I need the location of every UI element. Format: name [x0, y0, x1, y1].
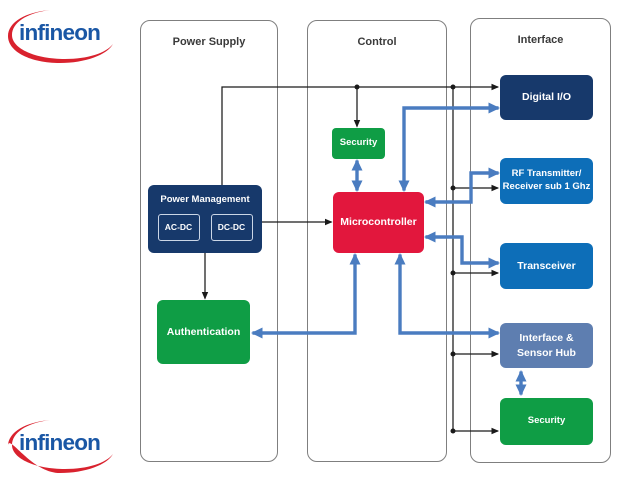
arrow-microcontroller-sensor-hub — [394, 253, 500, 339]
junction-dot — [450, 270, 456, 276]
authentication-block: Authentication — [157, 300, 250, 364]
transceiver-block: Transceiver — [500, 243, 593, 289]
junction-dot — [450, 84, 456, 90]
block-label: Authentication — [166, 325, 241, 338]
column-title: Control — [357, 36, 397, 48]
rf-transmitter-block: RF Transmitter/ Receiver sub 1 Ghz — [500, 158, 593, 204]
junction-dot — [354, 84, 360, 90]
junction-dot — [450, 351, 456, 357]
infineon-logo-bottom: infineon — [8, 417, 114, 473]
block-label: RF Transmitter/ Receiver sub 1 Ghz — [502, 168, 591, 192]
power-management-block: Power Management AC-DC DC-DC — [148, 185, 262, 253]
block-label: Transceiver — [517, 259, 576, 272]
block-label: Power Management — [160, 194, 250, 205]
infineon-logo-top: infineon — [8, 7, 114, 63]
block-label: Security — [339, 137, 378, 149]
block-label: Security — [527, 415, 566, 427]
wire-power-management-to-digital-io — [221, 83, 500, 188]
ac-dc-block: AC-DC — [157, 213, 200, 241]
block-label: Digital I/O — [521, 91, 571, 104]
junction-dot — [450, 185, 456, 191]
power-management-subblocks: AC-DC DC-DC — [157, 213, 253, 241]
column-title: Power Supply — [172, 36, 246, 48]
dc-dc-block: DC-DC — [210, 213, 253, 241]
arrow-microcontroller-authentication — [251, 253, 361, 339]
arrow-microcontroller-rf-transmitter — [424, 167, 500, 208]
junction-dot — [450, 428, 456, 434]
power-supply-column: Power Supply — [140, 20, 278, 462]
microcontroller-block: Microcontroller — [333, 192, 424, 253]
brand-wordmark: infineon — [19, 20, 101, 45]
interface-sensor-hub-block: Interface & Sensor Hub — [500, 323, 593, 368]
brand-wordmark: infineon — [19, 430, 101, 455]
arrow-microcontroller-transceiver — [424, 231, 500, 269]
block-label: Microcontroller — [340, 216, 417, 229]
security-control-block: Security — [332, 128, 385, 159]
digital-io-block: Digital I/O — [500, 75, 593, 120]
block-label: DC-DC — [217, 221, 246, 232]
column-title: Interface — [517, 34, 564, 46]
security-interface-block: Security — [500, 398, 593, 445]
block-label: Interface & Sensor Hub — [517, 332, 576, 359]
block-label: AC-DC — [164, 221, 193, 232]
arrow-microcontroller-digital-io — [398, 102, 500, 192]
